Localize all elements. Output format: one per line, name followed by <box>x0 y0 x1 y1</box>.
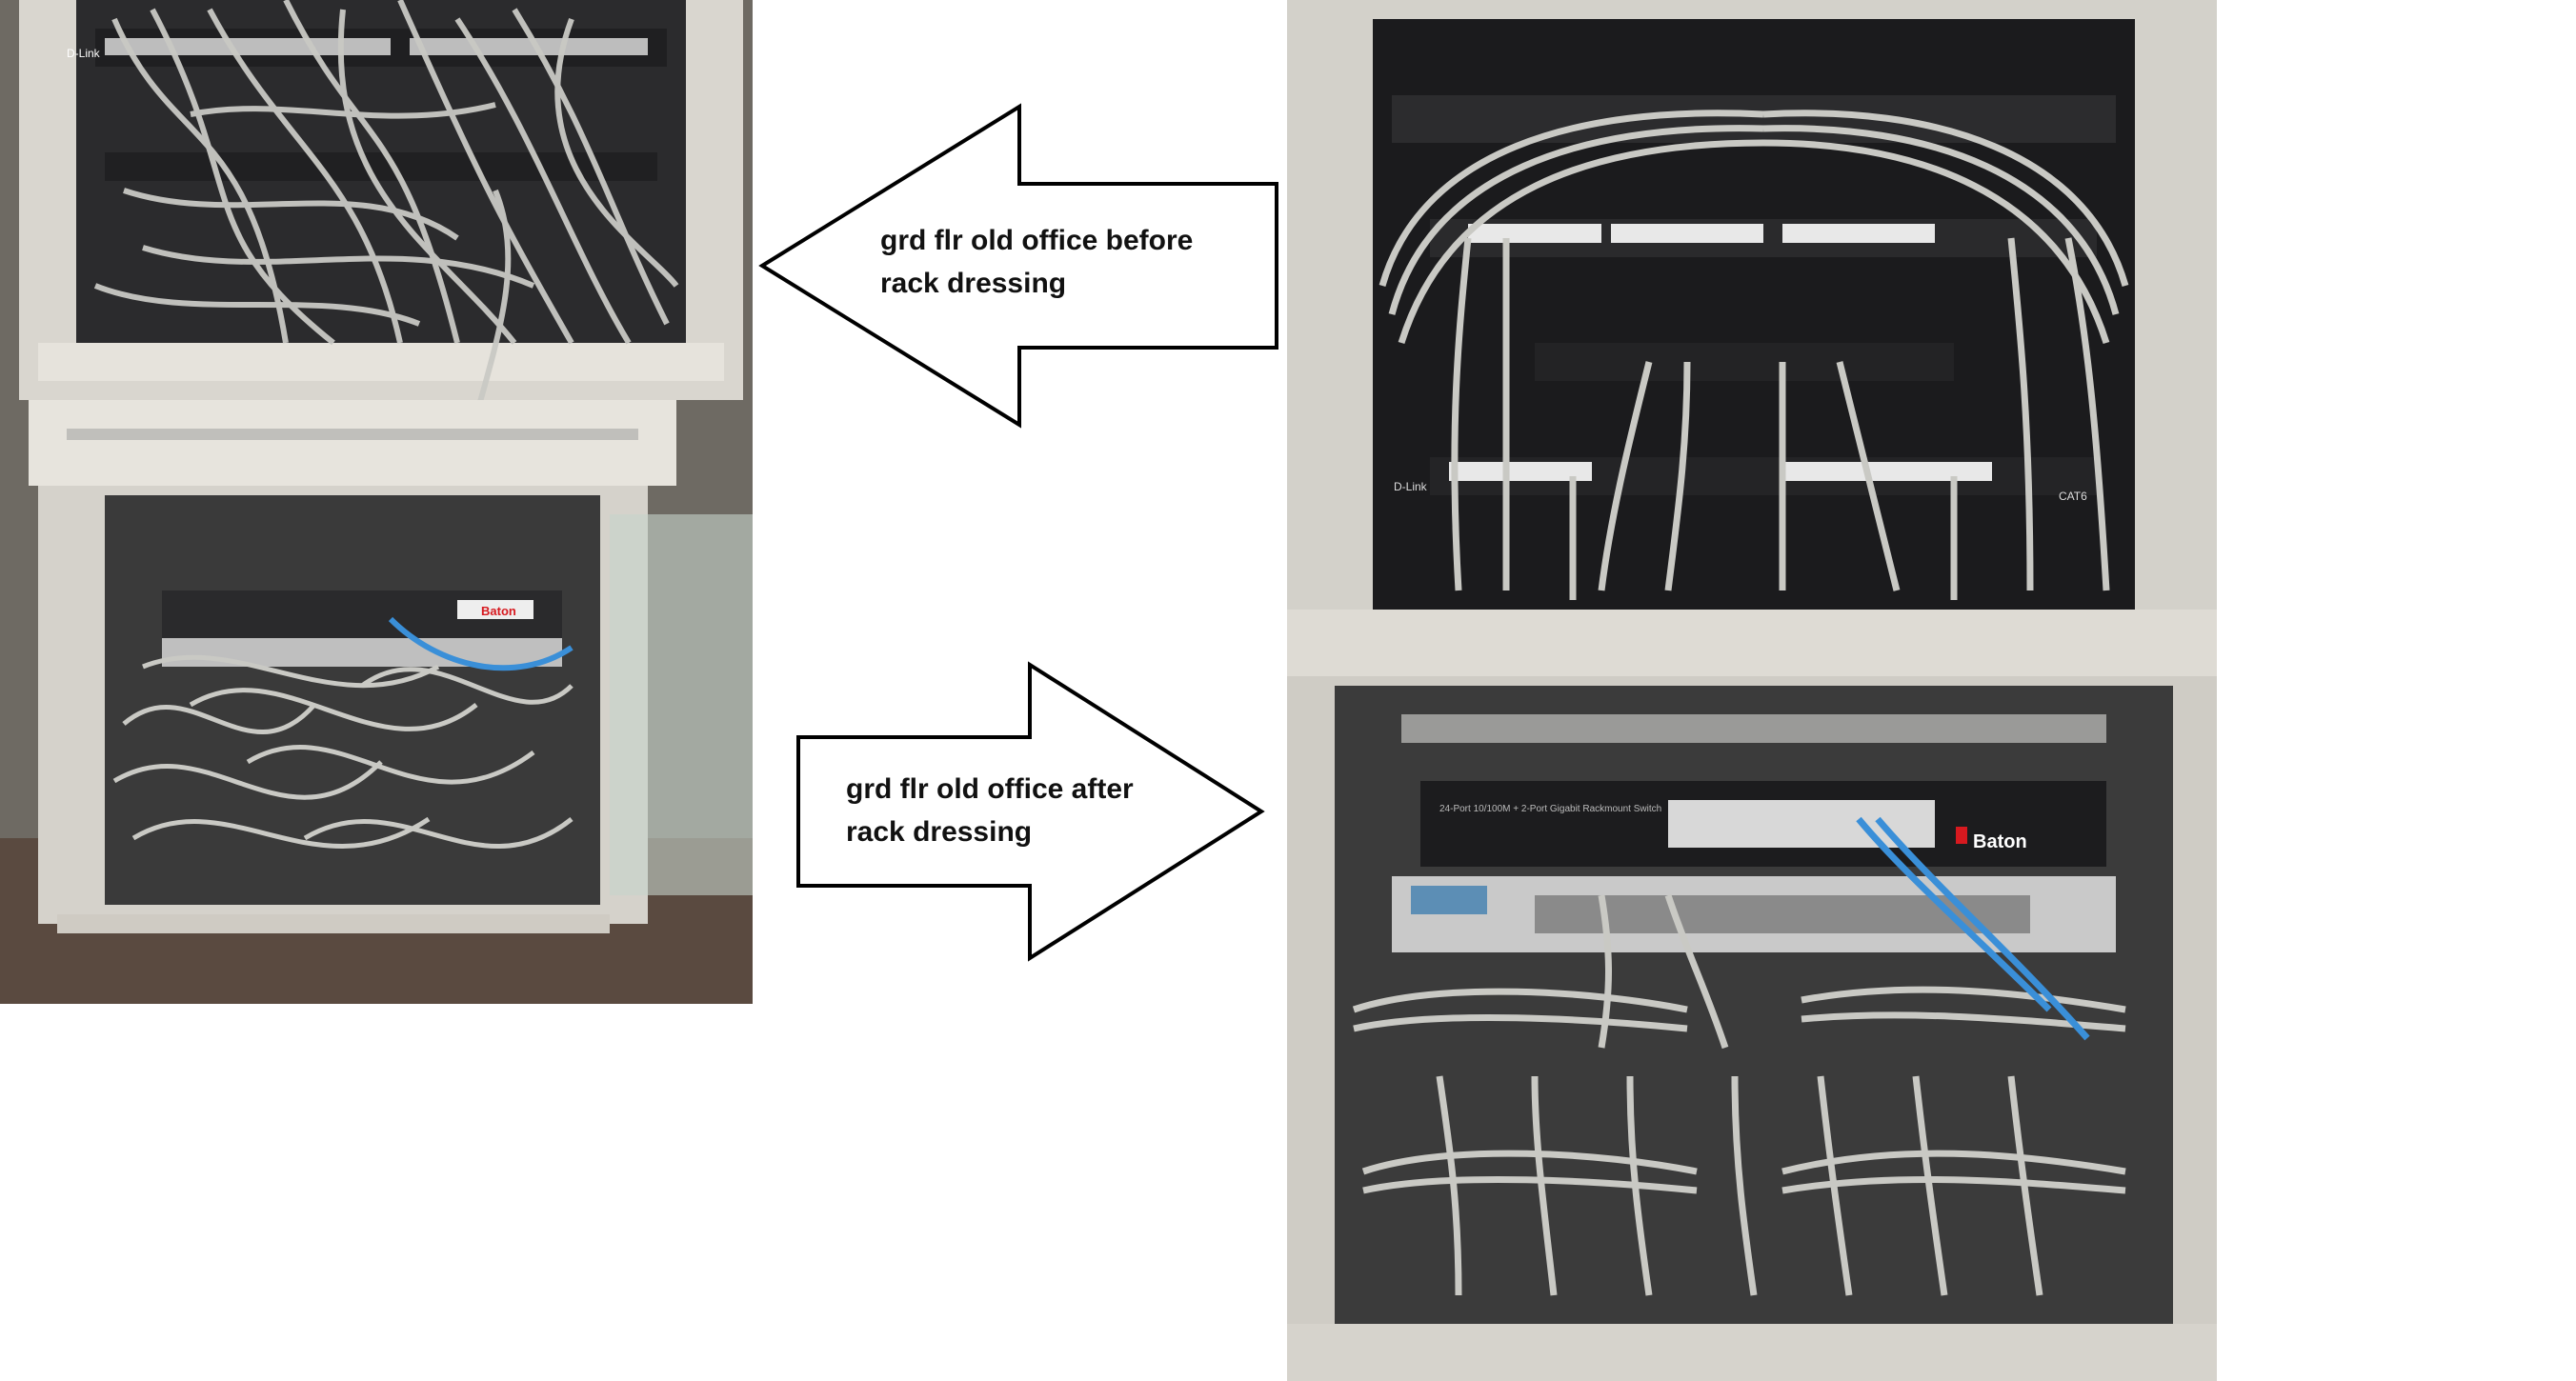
after-arrow: grd flr old office after rack dressing <box>796 661 1265 962</box>
after-arrow-label: grd flr old office after rack dressing <box>846 773 1134 848</box>
svg-text:Baton: Baton <box>481 604 516 618</box>
svg-text:Baton: Baton <box>1973 831 2027 852</box>
before-arrow: grd flr old office before rack dressing <box>758 103 1278 429</box>
svg-text:CAT6: CAT6 <box>2059 490 2087 503</box>
svg-text:D-Link: D-Link <box>1394 480 1428 493</box>
server-rack-photo-icon: D-Link CAT6 24-Port 10/100M + 2-Por <box>1287 0 2217 1381</box>
left-arrow-icon <box>758 103 1278 429</box>
before-arrow-label: grd flr old office before rack dressing <box>880 225 1194 299</box>
rack-before-photo: D-Link Baton <box>0 0 753 1004</box>
svg-text:D-Link: D-Link <box>67 47 101 60</box>
right-arrow-icon <box>796 661 1265 962</box>
rack-after-photo: D-Link CAT6 24-Port 10/100M + 2-Por <box>1287 0 2217 1381</box>
server-rack-photo-icon: D-Link Baton <box>0 0 753 1004</box>
svg-text:24-Port 10/100M + 2-Port Gigab: 24-Port 10/100M + 2-Port Gigabit Rackmou… <box>1439 804 1661 814</box>
